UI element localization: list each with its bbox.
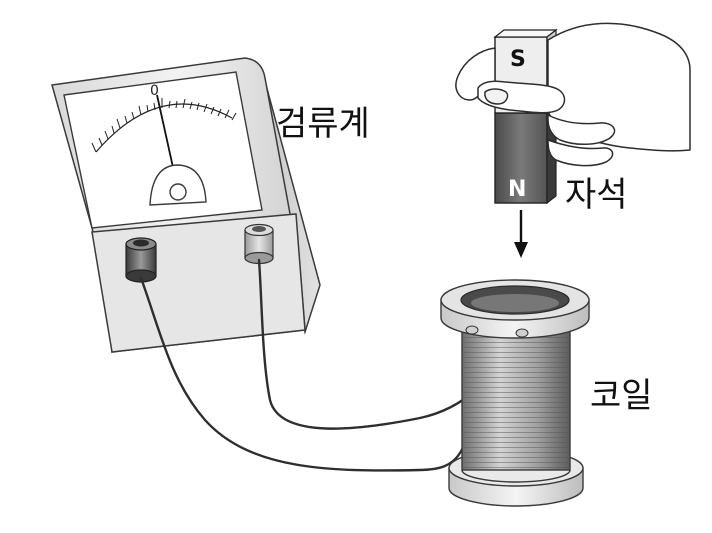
downward-arrow xyxy=(514,210,528,258)
hand xyxy=(455,22,691,167)
coil-terminal-left xyxy=(465,325,479,335)
magnet-south-label: S xyxy=(510,47,526,72)
galvanometer-terminal-right xyxy=(244,223,274,265)
galvanometer-pivot xyxy=(169,183,187,201)
galvanometer-zero-mark: 0 xyxy=(150,83,159,99)
magnet-north-pole xyxy=(494,112,548,204)
galvanometer-scale-ticks xyxy=(91,98,237,153)
coil-terminal-right xyxy=(515,328,529,338)
magnet-north-label: N xyxy=(508,177,526,202)
coil xyxy=(440,279,590,507)
magnet-label: 자석 xyxy=(565,175,628,215)
coil-label: 코일 xyxy=(590,376,653,416)
wire-left xyxy=(139,276,474,472)
magnet: S N xyxy=(493,28,558,205)
galvanometer: 0 xyxy=(51,57,321,353)
galvanometer-terminal-left xyxy=(125,237,157,283)
galvanometer-label: 검류계 xyxy=(276,104,370,144)
